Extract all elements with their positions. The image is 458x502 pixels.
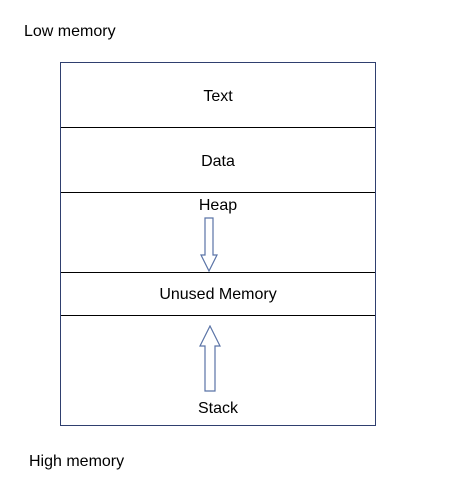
unused-memory-segment: Unused Memory — [61, 273, 375, 316]
unused-memory-label: Unused Memory — [159, 286, 277, 303]
text-segment: Text — [61, 63, 375, 128]
data-segment-label: Data — [201, 153, 235, 170]
memory-layout-diagram: Text Data Heap Unused Memory Stack — [60, 62, 376, 426]
stack-segment-label: Stack — [197, 400, 238, 417]
low-memory-label: Low memory — [24, 23, 116, 40]
arrow-up-icon — [199, 325, 221, 392]
heap-segment-label: Heap — [198, 197, 238, 214]
heap-segment: Heap — [61, 193, 375, 273]
text-segment-label: Text — [203, 88, 233, 105]
data-segment: Data — [61, 128, 375, 193]
stack-segment: Stack — [61, 316, 375, 426]
high-memory-label: High memory — [29, 453, 125, 470]
arrow-down-icon — [200, 217, 218, 273]
